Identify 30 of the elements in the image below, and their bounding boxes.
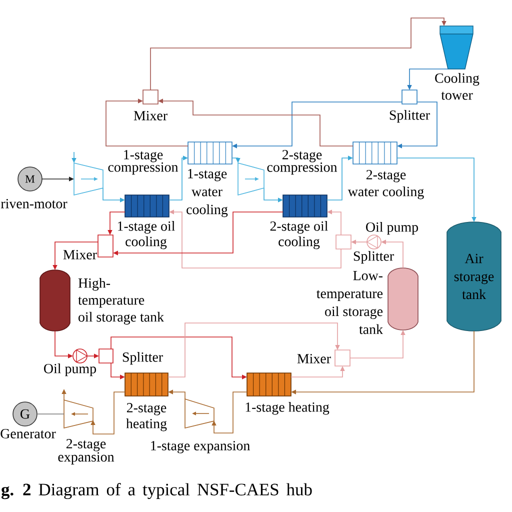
component-label: 1-stage oil cooling	[118, 221, 175, 250]
flow-arrow	[150, 18, 446, 90]
component-label: 2-stage compression	[267, 150, 338, 175]
component-label: Cooling tower	[435, 73, 480, 100]
storage-tank: Air storage tank	[446, 222, 502, 332]
flow-arrow	[90, 392, 126, 434]
component-label: 2-stage water cooling	[348, 170, 424, 200]
component-label: Oil pump	[44, 364, 96, 376]
flow-arrow	[168, 322, 340, 378]
flow-arrow	[212, 392, 248, 434]
flow-arrow	[106, 98, 188, 146]
component-label: Low- temperature oil storage tank	[316, 271, 384, 334]
component-label: Splitter	[354, 251, 394, 264]
component-label: 2-stage oil cooling	[270, 221, 328, 250]
component-label: Generator	[0, 429, 56, 438]
component-label: 2-stage expansion	[58, 439, 114, 464]
component-label: Mixer	[63, 250, 97, 260]
component-label: 1-stage expansion	[151, 441, 250, 454]
component-label: Mixer	[297, 354, 331, 364]
component-label: riven-motor	[0, 199, 68, 208]
component-label: Mixer	[134, 111, 168, 120]
component-label: 2-stage heating	[126, 403, 167, 432]
component-label: 1-stage compression	[108, 150, 178, 175]
caption: g. 2 Diagram of a typical NSF-CAES hub	[1, 483, 312, 500]
component-label: Splitter	[390, 110, 430, 123]
component-label: Splitter	[122, 352, 163, 365]
component-label: 1-stage heating	[246, 402, 330, 415]
component-label: Oil pump	[366, 222, 418, 235]
component-label: 1-stage water cooling	[186, 169, 228, 218]
component-label: High- temperature oil storage tank	[78, 278, 164, 325]
